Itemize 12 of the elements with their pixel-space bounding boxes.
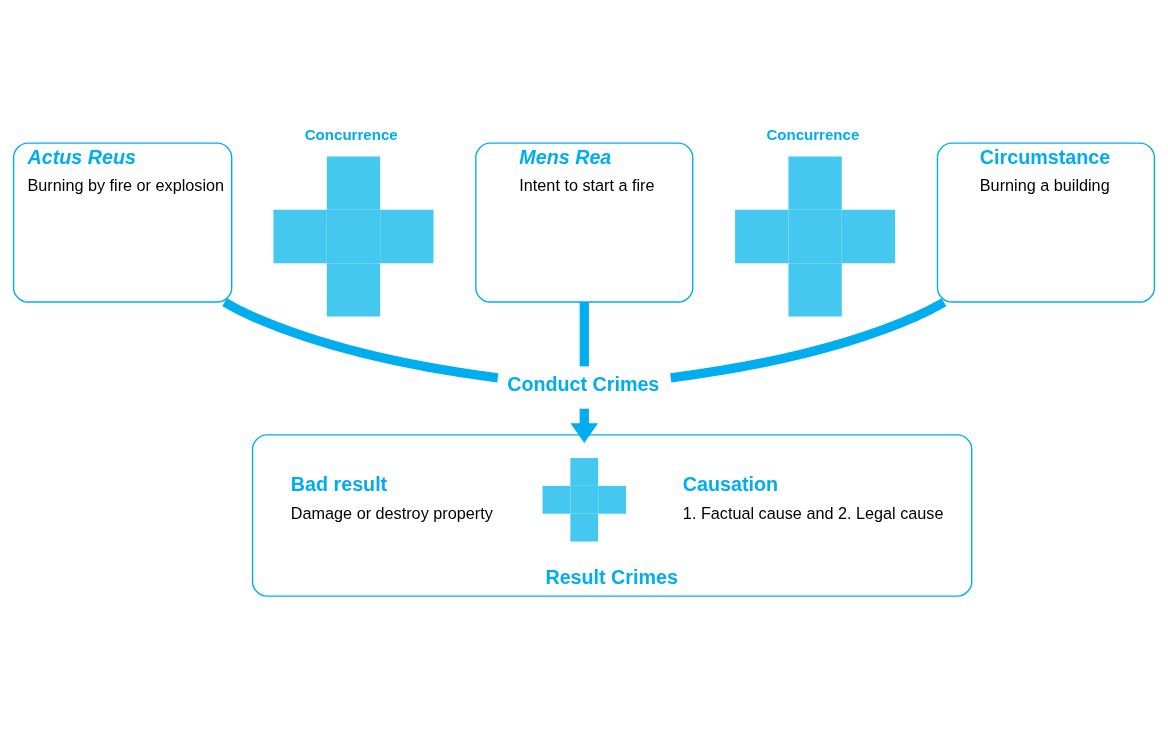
node-text: Conduct Crimes [507, 372, 660, 395]
connector [579, 302, 589, 367]
node-box: Mens Rea Intent to start a fire [475, 142, 694, 303]
node-label: Concurrence [766, 125, 860, 143]
node-text: Causation 1. Factual cause and 2. Legal cause [682, 473, 944, 522]
connector [670, 298, 947, 383]
node-label: Concurrence [304, 125, 398, 143]
arrow [570, 408, 599, 443]
node-box: Circumstance Burning a building [936, 142, 1156, 303]
node-box: Actus Reus Burning by fire or explosion [12, 142, 233, 303]
node-text: Bad result Damage or destroy property [290, 473, 493, 522]
connector [222, 298, 499, 383]
